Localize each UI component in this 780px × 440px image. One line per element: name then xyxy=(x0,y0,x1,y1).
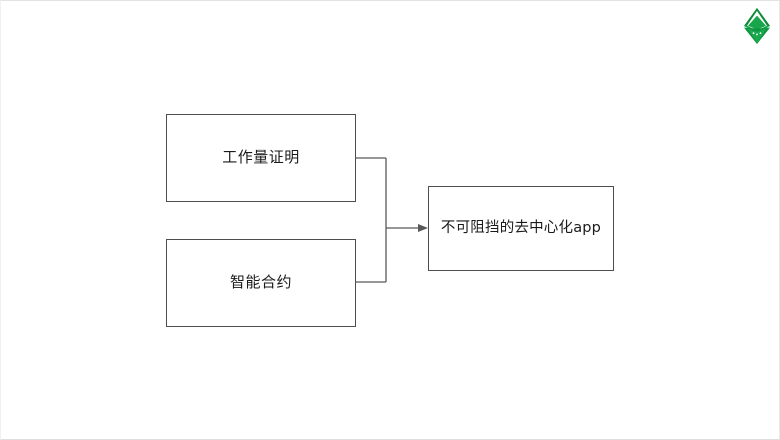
arrowhead-icon xyxy=(418,224,428,232)
node-proof-of-work-label: 工作量证明 xyxy=(222,148,300,167)
node-proof-of-work[interactable]: 工作量证明 xyxy=(166,114,356,202)
node-smart-contract-label: 智能合约 xyxy=(229,273,292,292)
node-smart-contract[interactable]: 智能合约 xyxy=(166,239,356,327)
node-decentralized-app-label: 不可阻挡的去中心化app xyxy=(440,220,602,237)
node-decentralized-app[interactable]: 不可阻挡的去中心化app xyxy=(428,186,614,271)
ethereum-diamond-icon xyxy=(742,7,772,45)
